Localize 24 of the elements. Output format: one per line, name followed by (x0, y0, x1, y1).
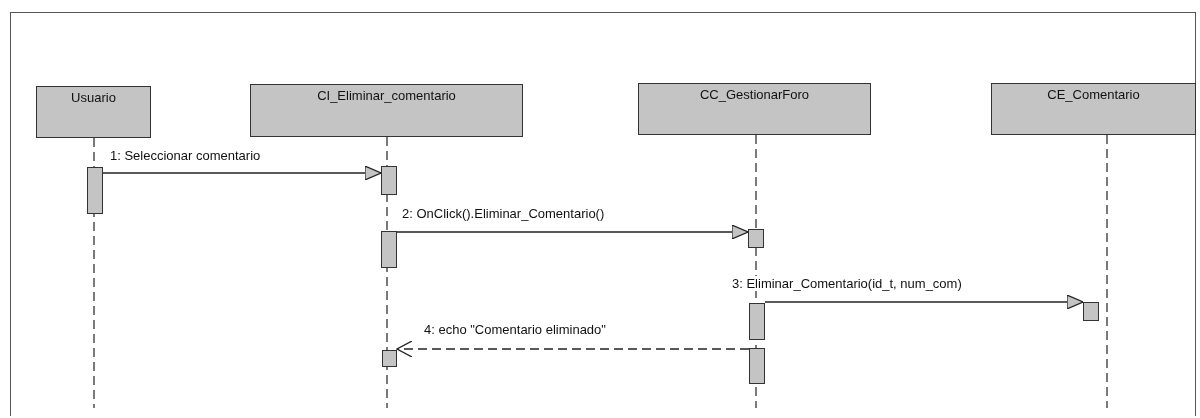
participant-label: CC_GestionarForo (699, 87, 810, 102)
edge-label: 4: echo "Comentario eliminado" (422, 322, 608, 337)
message-arrow (396, 224, 749, 240)
activation-bar (748, 229, 764, 248)
activation-bar (749, 303, 765, 340)
return-message-arrow (396, 340, 750, 358)
activation-bar (381, 231, 397, 268)
participant-box (638, 83, 871, 135)
participant-box (36, 86, 151, 138)
message-arrow (764, 294, 1084, 310)
participant-box (250, 84, 523, 137)
activation-bar (382, 350, 397, 367)
message-arrow (102, 165, 382, 181)
activation-bar (381, 166, 397, 195)
edge-label: 2: OnClick().Eliminar_Comentario() (400, 206, 607, 221)
edge-label: 1: Seleccionar comentario (108, 148, 263, 163)
participant-label: Usuario (71, 90, 116, 105)
activation-bar (87, 167, 103, 214)
edge-label: 3: Eliminar_Comentario(id_t, num_com) (730, 276, 964, 291)
participant-box (991, 83, 1196, 135)
participant-label: CE_Comentario (1047, 87, 1140, 102)
activation-bar (749, 348, 765, 384)
activation-bar (1083, 302, 1099, 321)
participant-label: CI_Eliminar_comentario (317, 88, 456, 103)
